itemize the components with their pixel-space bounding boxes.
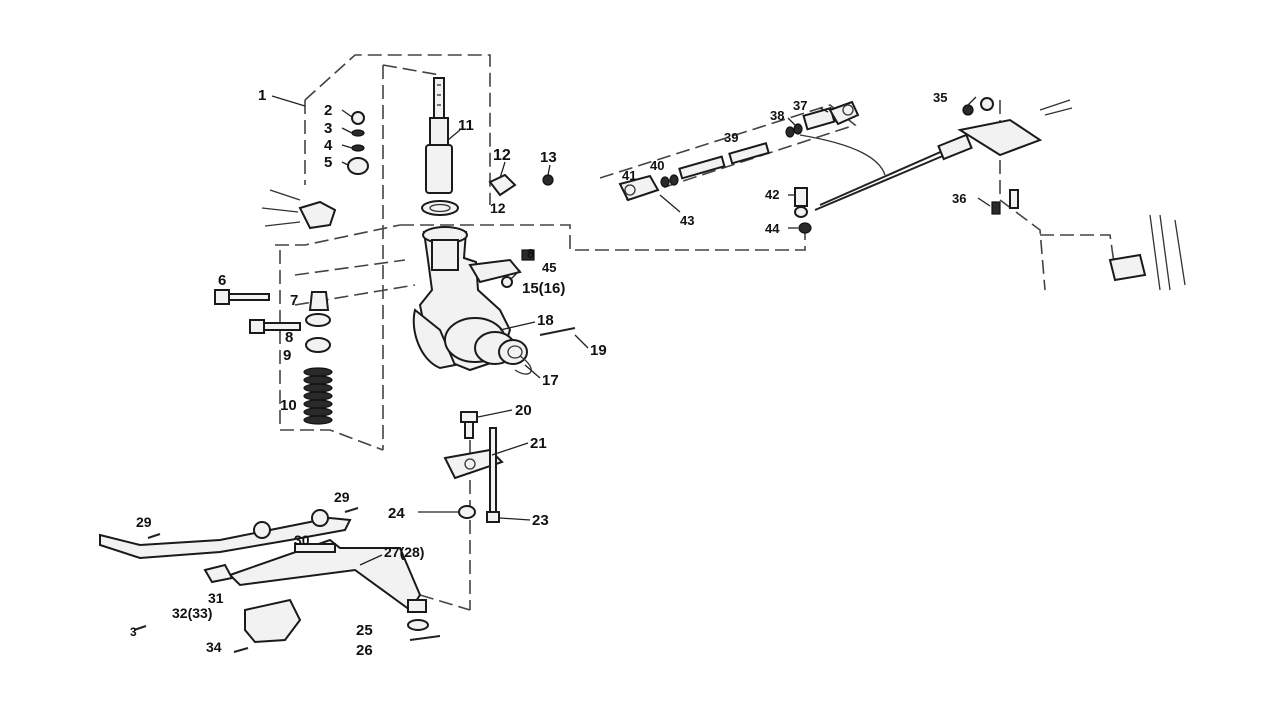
callout-18: 18 xyxy=(537,312,554,329)
pin-29 xyxy=(147,507,359,539)
tie-rod-assembly xyxy=(618,100,886,202)
strut-top-nuts xyxy=(347,111,369,175)
long-bolt-23 xyxy=(486,427,500,523)
bolt-34 xyxy=(233,647,249,653)
callout-5: 5 xyxy=(324,154,332,171)
steering-rod-right xyxy=(794,133,973,234)
callout-13: 13 xyxy=(540,149,557,166)
callout-45: 45 xyxy=(542,260,556,275)
guard-plate xyxy=(244,598,302,644)
nut-13 xyxy=(542,174,554,186)
callout-4: 4 xyxy=(324,137,333,154)
callout-31: 31 xyxy=(208,590,224,606)
callout-36: 36 xyxy=(952,191,966,206)
callout-10: 10 xyxy=(280,397,297,414)
frame-bracket-right xyxy=(957,97,1186,291)
callout-43: 43 xyxy=(680,213,694,228)
washer-24 xyxy=(458,505,476,519)
bolt-8 xyxy=(249,313,331,334)
callout-41: 41 xyxy=(622,168,636,183)
callout-9: 9 xyxy=(283,347,291,364)
bolt-20 xyxy=(460,411,478,439)
callout-29-top: 29 xyxy=(334,489,350,505)
callout-29-left: 29 xyxy=(136,514,152,530)
hub-bearing xyxy=(444,317,528,365)
callout-26: 26 xyxy=(356,642,373,659)
callout-1: 1 xyxy=(258,87,266,104)
callout-17: 17 xyxy=(542,372,559,389)
callout-23: 23 xyxy=(532,512,549,529)
seal-ring xyxy=(421,200,459,216)
cotter-17 xyxy=(514,355,532,375)
cotter-26 xyxy=(409,635,441,641)
bolt-6 xyxy=(214,289,270,305)
callout-32-33: 32(33) xyxy=(172,605,212,621)
lower-a-arm xyxy=(99,509,422,612)
callout-37: 37 xyxy=(793,98,807,113)
washer-9 xyxy=(305,337,331,353)
pin-19 xyxy=(539,327,576,336)
callout-38: 38 xyxy=(770,108,784,123)
knuckle-bracket xyxy=(468,249,535,288)
callout-labels: 1 2 3 4 5 6 7 8 9 10 11 12 12 13 8 45 15… xyxy=(130,87,966,659)
callout-7: 7 xyxy=(290,292,298,309)
callout-25: 25 xyxy=(356,622,373,639)
callout-19: 19 xyxy=(590,342,607,359)
clip-12 xyxy=(488,173,517,197)
callout-11: 11 xyxy=(458,117,474,134)
callout-40: 40 xyxy=(650,158,664,173)
callout-20: 20 xyxy=(515,402,532,419)
callout-24: 24 xyxy=(388,505,405,522)
callout-15-16: 15(16) xyxy=(522,280,565,297)
callout-21: 21 xyxy=(530,435,547,452)
ball-joint-25 xyxy=(407,599,429,631)
small-part-3b xyxy=(133,625,147,631)
callout-3-bottom: 3 xyxy=(130,625,137,639)
bracket-21 xyxy=(443,448,504,480)
callout-6: 6 xyxy=(218,272,226,289)
callout-3: 3 xyxy=(324,120,332,137)
callout-42: 42 xyxy=(765,187,779,202)
callout-34: 34 xyxy=(206,639,222,655)
upper-mount xyxy=(261,189,337,230)
callout-12: 12 xyxy=(493,147,511,164)
callout-39: 39 xyxy=(724,130,738,145)
callout-27-28: 27(28) xyxy=(384,544,424,560)
leader-lines xyxy=(271,95,991,566)
coil-spring xyxy=(303,367,333,425)
callout-12-lower: 12 xyxy=(490,200,506,216)
callout-2: 2 xyxy=(324,102,332,119)
callout-35: 35 xyxy=(933,90,947,105)
callout-8: 8 xyxy=(285,329,293,346)
callout-30: 30 xyxy=(294,532,310,548)
callout-8-right: 8 xyxy=(527,246,534,261)
bushing-7 xyxy=(308,291,330,311)
steering-shaft xyxy=(425,77,453,194)
callout-44: 44 xyxy=(765,221,780,236)
